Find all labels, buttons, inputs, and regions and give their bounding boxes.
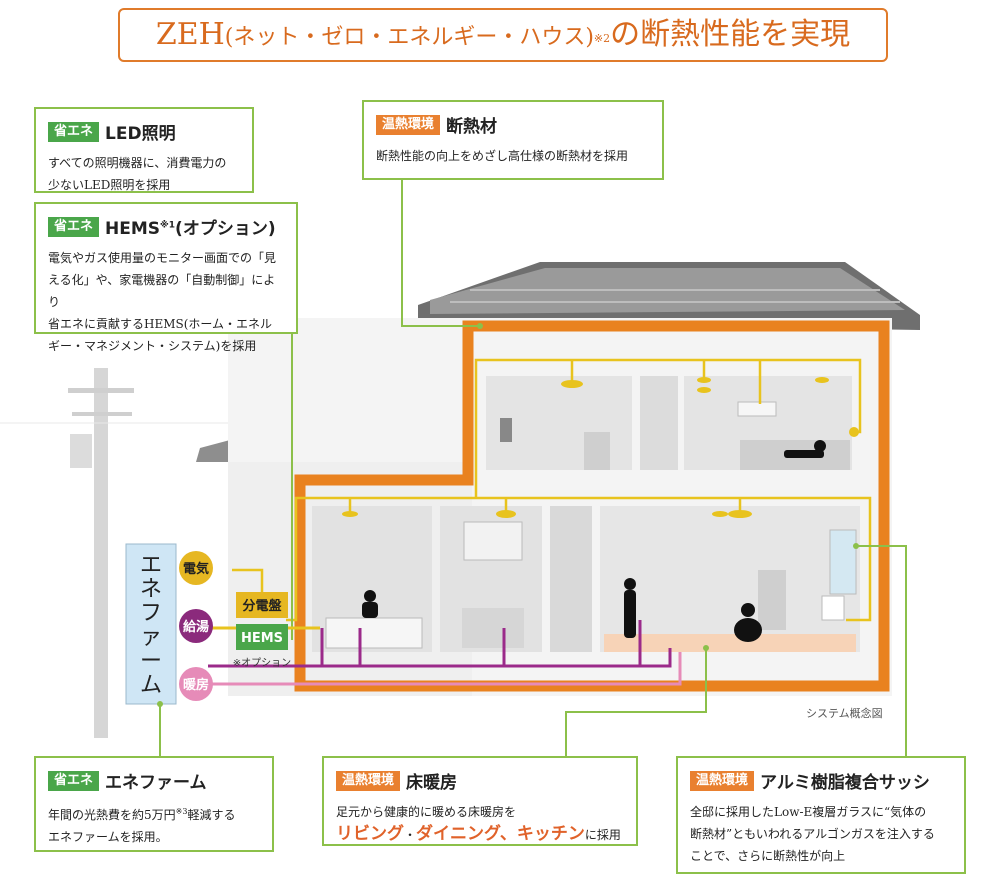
people-silhouettes <box>362 440 826 642</box>
svg-text:暖房: 暖房 <box>183 677 209 693</box>
enefarm-line-1b: 軽減する <box>187 808 236 822</box>
title-paren: (ネット・ゼロ・エネルギー・ハウス) <box>224 25 594 50</box>
electric-wiring <box>232 358 872 622</box>
heating-pipes <box>208 620 682 686</box>
diagram-caption: システム概念図 <box>806 707 883 720</box>
living-room <box>600 506 860 652</box>
led-line-1: すべての照明機器に、消費電力の <box>48 156 227 170</box>
leader-lines <box>159 180 907 760</box>
enefarm-label-char: ネ <box>140 577 162 602</box>
title-rest: の断熱性能を実現 <box>610 17 851 52</box>
utility-pole <box>0 368 330 738</box>
sash-line-1: 全邸に採用したLow-E複層ガラスに“気体の <box>690 805 927 819</box>
title-zeh: ZEH <box>155 17 225 52</box>
floor-highlight-living: リビング <box>336 824 404 844</box>
hems-title: HEMS <box>105 219 161 239</box>
led-line-2: 少ないLED照明を採用 <box>48 178 171 192</box>
enefarm-line-1a: 年間の光熱費を約5万円 <box>48 808 176 822</box>
hems-title-suffix: (オプション) <box>175 219 276 239</box>
enefarm-label-char: ァ <box>140 625 162 650</box>
circle-heating: 暖房 <box>179 667 213 701</box>
floor-line-1: 足元から健康的に暖める床暖房を <box>336 805 517 819</box>
page-title: ZEH(ネット・ゼロ・エネルギー・ハウス)※2の断熱性能を実現 <box>118 8 888 62</box>
enefarm-box: 省エネエネファーム 年間の光熱費を約5万円※3軽減する エネファームを採用。 <box>34 756 274 852</box>
svg-text:電気: 電気 <box>183 561 209 577</box>
tag-eco: 省エネ <box>48 770 100 791</box>
svg-text:給湯: 給湯 <box>183 619 209 635</box>
floor-heating <box>604 634 856 652</box>
main-roof <box>418 262 920 330</box>
distribution-panel: 分電盤 <box>236 592 288 618</box>
floor-tail: に採用 <box>584 828 621 842</box>
tag-eco: 省エネ <box>48 216 100 237</box>
insulation-title: 断熱材 <box>446 117 498 137</box>
insulation-line-1: 断熱性能の向上をめざし高仕様の断熱材を採用 <box>376 149 629 163</box>
tag-eco: 省エネ <box>48 121 100 142</box>
circle-hotwater: 給湯 <box>179 609 213 643</box>
sash-line-2: 断熱材”ともいわれるアルゴンガスを注入する <box>690 827 935 841</box>
floor-highlight-dining: ダイニング、キッチン <box>416 824 585 844</box>
hems-line-2: える化」や、家電機器の「自動制御」により <box>48 273 276 309</box>
hems-line-3: 省エネに貢献するHEMS(ホーム・エネル <box>48 317 273 331</box>
tag-thermal: 温熱環境 <box>336 770 401 791</box>
enefarm-label-char: フ <box>140 601 162 626</box>
svg-text:※オプション: ※オプション <box>233 657 291 669</box>
hems-line-4: ギー・マネジメント・システム)を採用 <box>48 339 257 353</box>
hems-unit: HEMS ※オプション <box>233 624 291 669</box>
svg-text:分電盤: 分電盤 <box>242 598 282 614</box>
enefarm-label-char: ム <box>140 673 162 698</box>
insulation-box: 温熱環境断熱材 断熱性能の向上をめざし高仕様の断熱材を採用 <box>362 100 664 180</box>
enefarm-vertical-label: エネファーム <box>140 553 162 698</box>
title-note: ※2 <box>593 32 611 45</box>
hems-title-note: ※1 <box>160 220 176 231</box>
floor-title: 床暖房 <box>406 773 458 793</box>
enefarm-label-char: エ <box>140 553 162 578</box>
circle-electric: 電気 <box>179 551 213 585</box>
enefarm-label-char: ー <box>140 649 162 674</box>
enefarm-title: エネファーム <box>105 773 207 793</box>
tag-thermal: 温熱環境 <box>376 114 441 135</box>
led-title: LED照明 <box>105 124 176 144</box>
enefarm-line-2: エネファームを採用。 <box>48 830 168 844</box>
svg-text:HEMS: HEMS <box>241 631 283 646</box>
enefarm-unit <box>125 543 177 705</box>
sash-box: 温熱環境アルミ樹脂複合サッシ 全邸に採用したLow-E複層ガラスに“気体の 断熱… <box>676 756 966 874</box>
floor-heating-box: 温熱環境床暖房 足元から健康的に暖める床暖房を リビング・ダイニング、キッチンに… <box>322 756 638 846</box>
enefarm-note: ※3 <box>175 807 188 816</box>
tag-thermal: 温熱環境 <box>690 770 755 791</box>
sash-line-3: ことで、さらに断熱性が向上 <box>690 849 846 863</box>
floor-sep: ・ <box>404 828 417 842</box>
hems-line-1: 電気やガス使用量のモニター画面での「見 <box>48 251 277 265</box>
sash-title: アルミ樹脂複合サッシ <box>760 773 930 793</box>
